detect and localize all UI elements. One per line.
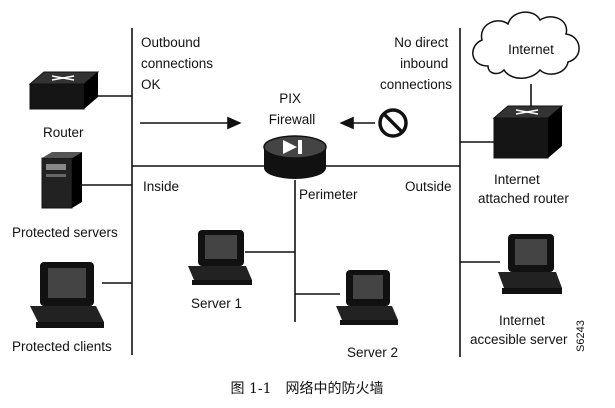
cloud-icon: [472, 11, 580, 79]
prohibited-icon: [378, 108, 408, 138]
protected-clients-label: Protected clients: [12, 339, 112, 354]
figure-caption: 图 1-1 网络中的防火墙: [231, 381, 384, 397]
internet-label: Internet: [508, 42, 554, 57]
perimeter-label: Perimeter: [299, 187, 358, 202]
workstation-icon-clients: [30, 262, 104, 328]
workstation-icon-server1: [188, 230, 252, 285]
outbound-label: Outbound connections OK: [141, 35, 217, 92]
internet-server-label: Internet accesible server: [470, 313, 568, 347]
network-lines: [80, 28, 532, 357]
internet-router-icon: [492, 105, 564, 159]
outside-label: Outside: [405, 179, 452, 194]
server2-label: Server 2: [347, 345, 398, 360]
router-label: Router: [43, 125, 84, 140]
protected-servers-label: Protected servers: [12, 225, 118, 240]
router-icon: [28, 71, 100, 110]
inside-label: Inside: [143, 179, 179, 194]
figure-code: S6243: [575, 320, 587, 352]
server-tower-icon: [41, 152, 82, 209]
firewall-label: PIX Firewall: [269, 91, 316, 127]
workstation-icon-server2: [336, 270, 398, 325]
firewall-icon: [263, 135, 327, 179]
internet-router-label: Internet attached router: [478, 172, 569, 206]
workstation-icon-internet-server: [498, 234, 562, 294]
no-inbound-label: No direct inbound connections: [380, 35, 452, 92]
server1-label: Server 1: [191, 296, 242, 311]
